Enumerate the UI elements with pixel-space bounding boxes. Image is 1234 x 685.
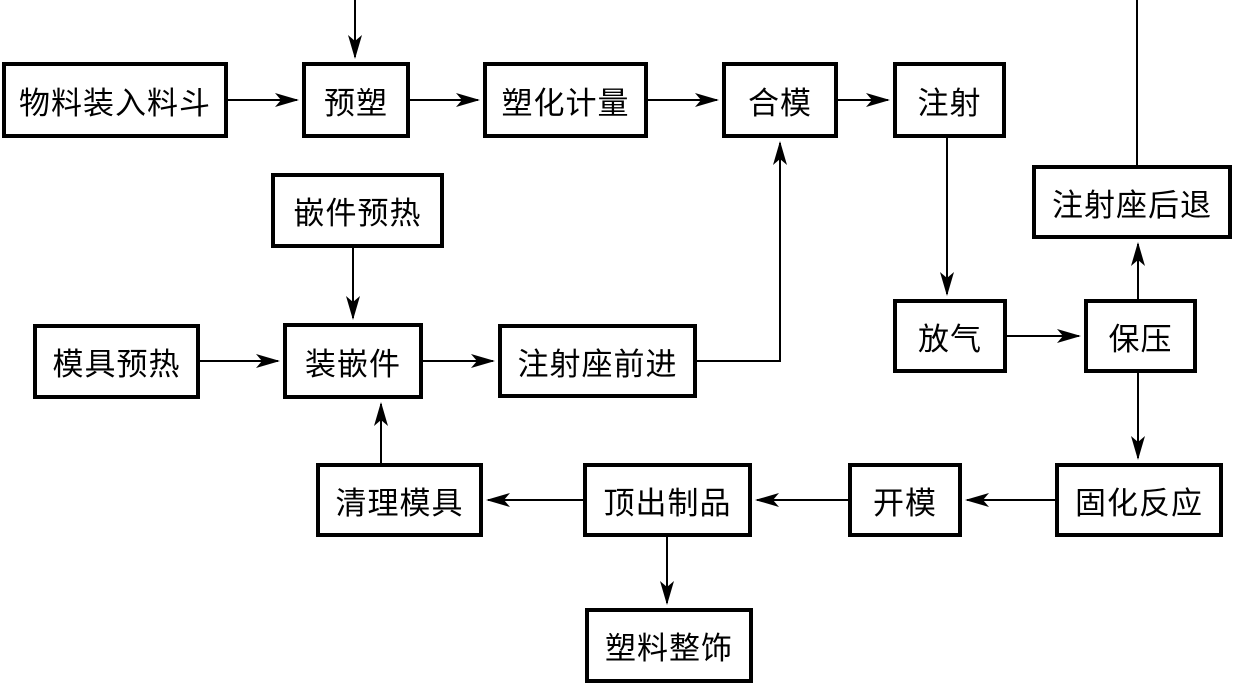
node-label: 固化反应 <box>1075 485 1203 521</box>
node-label: 开模 <box>873 485 937 521</box>
node-label: 装嵌件 <box>305 346 401 382</box>
node-label: 顶出制品 <box>603 485 732 521</box>
node-mold-clamping: 合模 <box>722 62 838 138</box>
node-injection-unit-advance: 注射座前进 <box>498 324 697 398</box>
node-curing-reaction: 固化反应 <box>1055 463 1223 537</box>
node-label: 清理模具 <box>335 485 464 521</box>
node-label: 塑化计量 <box>501 85 630 121</box>
node-mold-opening: 开模 <box>848 463 962 537</box>
node-label: 合模 <box>748 85 812 121</box>
node-plasticizing-metering: 塑化计量 <box>483 62 648 138</box>
node-label: 注射座前进 <box>517 346 678 382</box>
node-label: 注射 <box>917 85 982 121</box>
node-pressure-holding: 保压 <box>1084 299 1197 373</box>
node-install-insert: 装嵌件 <box>283 323 423 399</box>
node-plastic-finishing: 塑料整饰 <box>585 608 753 683</box>
node-label: 预塑 <box>324 85 388 121</box>
node-label: 保压 <box>1108 321 1173 357</box>
node-eject-product: 顶出制品 <box>583 463 752 537</box>
node-label: 物料装入料斗 <box>19 85 211 121</box>
node-label: 模具预热 <box>52 347 181 382</box>
node-injection-unit-retreat: 注射座后退 <box>1032 165 1232 239</box>
node-label: 放气 <box>918 321 982 357</box>
node-venting: 放气 <box>893 299 1007 373</box>
node-mold-preheating: 模具预热 <box>33 324 200 399</box>
edge-injection-unit-advance-to-mold-clamping <box>697 141 787 362</box>
node-insert-preheating: 嵌件预热 <box>271 173 444 248</box>
node-injection: 注射 <box>893 62 1006 138</box>
node-clean-mold: 清理模具 <box>316 463 483 537</box>
node-label: 注射座后退 <box>1052 187 1212 223</box>
node-label: 塑料整饰 <box>605 631 733 666</box>
node-pre-plastication: 预塑 <box>302 62 410 138</box>
node-material-hopper: 物料装入料斗 <box>2 62 228 138</box>
node-label: 嵌件预热 <box>293 196 422 231</box>
